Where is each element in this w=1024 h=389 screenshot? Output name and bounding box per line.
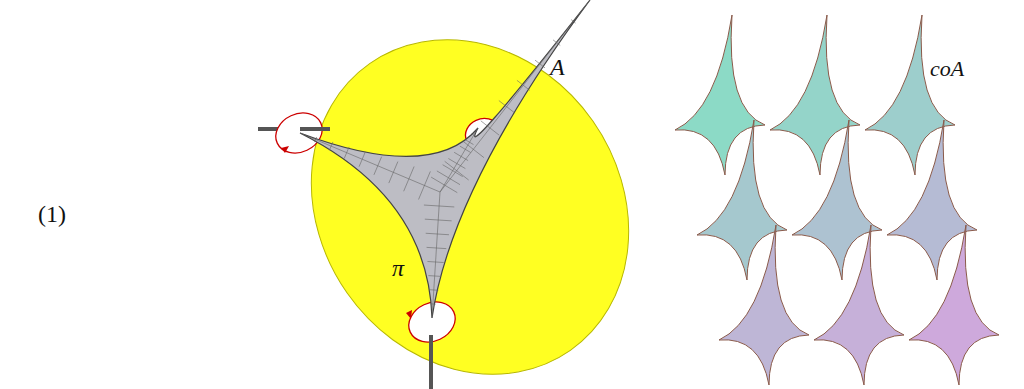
coamoeba-piece (719, 225, 809, 385)
yellow-disc (247, 0, 693, 389)
amoeba-body (300, 0, 590, 318)
equation-number: (1) (38, 202, 66, 226)
coamoeba-piece (814, 225, 904, 385)
mesh-line (300, 133, 440, 192)
coamoeba-piece (909, 225, 999, 385)
axis-line (429, 330, 433, 389)
coamoeba-lattice (675, 15, 999, 385)
mesh-line (432, 192, 440, 318)
mesh-line (440, 128, 478, 192)
math-label: A (550, 55, 565, 79)
amoeba-surface (300, 0, 590, 318)
axis-line (429, 335, 433, 345)
math-label: π (392, 256, 404, 280)
math-label: coA (930, 58, 964, 80)
mesh-line (440, 0, 590, 192)
axis-line (300, 127, 330, 131)
